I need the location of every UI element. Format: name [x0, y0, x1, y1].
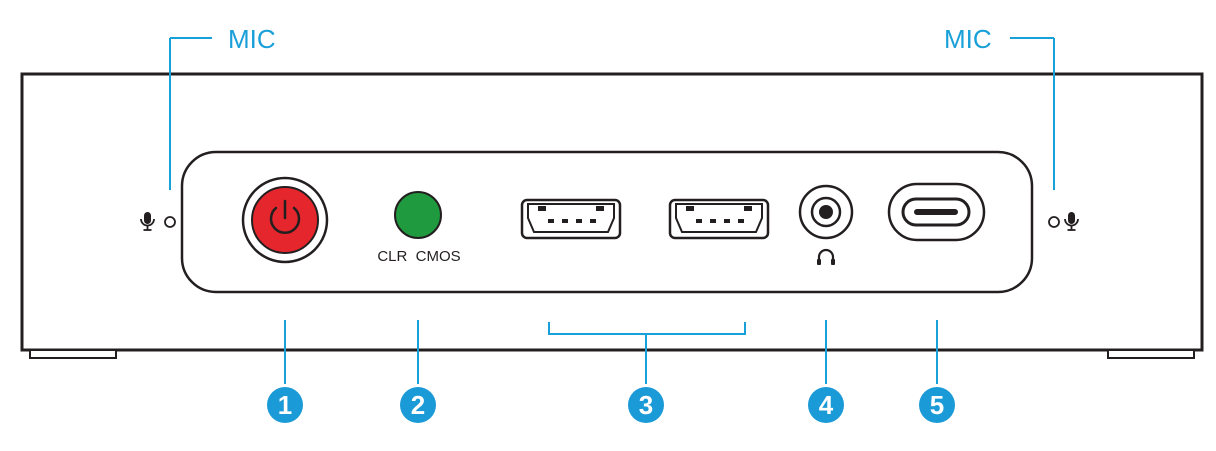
callout-number-5: 5 — [930, 390, 944, 420]
usb-c-port — [887, 182, 986, 242]
callout-2: 2 — [400, 387, 436, 423]
callout-number-3: 3 — [639, 390, 653, 420]
headphone-jack-hole — [819, 205, 833, 219]
callout-badge-2 — [400, 387, 436, 423]
callout-number-4: 4 — [819, 390, 834, 420]
callout-number-1: 1 — [278, 390, 292, 420]
headphone-jack — [798, 184, 854, 265]
mic-right-hole — [1048, 216, 1060, 228]
callout-4: 4 — [808, 387, 844, 423]
microphone-icon — [1064, 212, 1079, 231]
right-foot — [1107, 349, 1195, 359]
power-button — [241, 176, 329, 264]
mic-left-hole — [164, 216, 176, 228]
usb-a-port-icon — [520, 198, 622, 240]
callout-leaders — [284, 320, 938, 384]
callout-badge-5 — [919, 387, 955, 423]
mic-left — [140, 212, 176, 231]
microphone-icon — [140, 212, 155, 231]
mic-left-callout: MIC — [169, 24, 276, 190]
callout-5: 5 — [919, 387, 955, 423]
mic-right — [1048, 212, 1079, 231]
left-foot — [29, 349, 117, 359]
power-icon — [269, 199, 301, 234]
headphone-icon — [817, 248, 835, 265]
callout-3: 3 — [628, 387, 664, 423]
callout-badge-4 — [808, 387, 844, 423]
callout-badge-3 — [628, 387, 664, 423]
clr-cmos: CLR CMOS — [377, 191, 461, 265]
callout-1: 1 — [267, 387, 303, 423]
mic-right-callout: MIC — [944, 24, 1055, 190]
usb-a-port-icon — [668, 198, 770, 240]
clr-cmos-button — [394, 191, 442, 239]
usb-c-port-icon — [901, 197, 971, 227]
callout-badge-1 — [267, 387, 303, 423]
power-button-cap — [251, 186, 319, 254]
mic-right-label: MIC — [944, 24, 992, 54]
usb-a-port-right — [668, 198, 770, 240]
callout-number-2: 2 — [411, 390, 425, 420]
usb-a-port-left — [520, 198, 622, 240]
mic-left-label: MIC — [228, 24, 276, 54]
clr-cmos-label: CLR CMOS — [377, 248, 460, 265]
